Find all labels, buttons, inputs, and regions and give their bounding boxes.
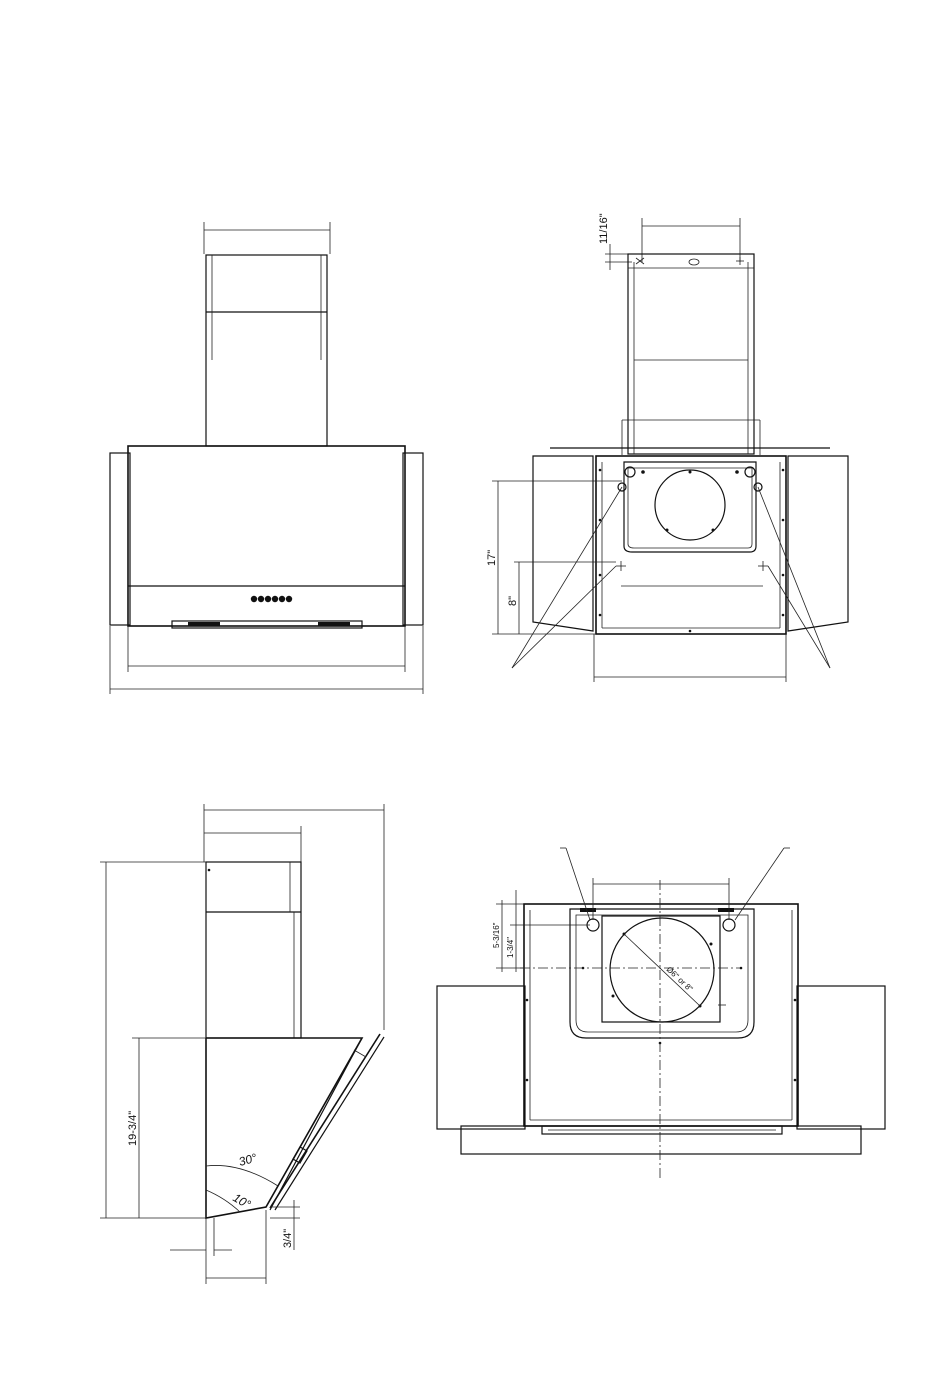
front-view — [110, 222, 423, 694]
front-chimney — [206, 255, 327, 446]
side-bottom-dims — [170, 1210, 266, 1284]
rear-chimney — [622, 254, 760, 455]
rear-screw-height-label: 8" — [507, 596, 519, 606]
side-glass-offset-label: 3/4" — [282, 1229, 294, 1248]
front-light-strip — [172, 621, 362, 628]
front-right-wing — [403, 453, 423, 625]
side-view: 19-3/4" 30° 10° 3/4" — [100, 804, 384, 1284]
rear-left-wing — [533, 456, 593, 631]
front-chimney-width-dim — [204, 222, 330, 254]
rear-bracket-width-dim — [642, 218, 740, 262]
side-angle-a-label: 30° — [237, 1151, 258, 1169]
rear-bracket-offset-label: 11/16" — [598, 213, 610, 244]
side-hood-body — [206, 1038, 362, 1218]
top-view: 5-3/16" 1-3/4" Ø6" or 8" — [437, 848, 885, 1180]
side-total-height-dim — [100, 862, 206, 1218]
control-panel-buttons — [251, 596, 292, 602]
top-right-wing — [797, 986, 885, 1129]
side-angle-b-label: 10° — [231, 1190, 254, 1211]
front-width-dims — [110, 626, 423, 694]
top-duct-diameter: Ø6" or 8" — [624, 934, 700, 1006]
rear-leader-lines — [512, 487, 830, 668]
side-lower-height-dim: 19-3/4" — [127, 1038, 206, 1218]
top-motor-recess — [570, 908, 754, 1038]
side-glass-panel — [270, 1034, 384, 1210]
top-hole-offset-a-label: 5-3/16" — [492, 922, 501, 948]
side-chimney — [206, 862, 301, 1038]
top-hood-body — [524, 904, 798, 1134]
top-hole-spacing-dim — [593, 878, 729, 920]
top-duct-diameter-label: Ø6" or 8" — [665, 965, 695, 994]
top-mount-holes — [526, 919, 797, 1081]
rear-screw-height-dim: 8" — [507, 562, 616, 634]
rear-view: 11/16" — [486, 213, 848, 682]
rear-bracket-offset-dim: 11/16" — [598, 213, 632, 270]
front-left-wing — [110, 453, 130, 625]
side-lower-height-label: 19-3/4" — [127, 1111, 139, 1146]
side-depth-dims — [204, 804, 384, 862]
rear-mount-height-label: 17" — [486, 550, 498, 566]
top-left-wing — [437, 986, 525, 1129]
top-hole-offset-b-label: 1-3/4" — [506, 937, 515, 958]
rear-width-dim — [594, 634, 786, 682]
rear-motor-housing — [624, 462, 756, 552]
side-glass-offset-dim: 3/4" — [270, 1200, 300, 1250]
top-hole-offset-dims: 5-3/16" 1-3/4" — [492, 890, 590, 972]
side-angle-arcs: 30° 10° — [206, 1151, 278, 1212]
rear-right-wing — [788, 456, 848, 631]
